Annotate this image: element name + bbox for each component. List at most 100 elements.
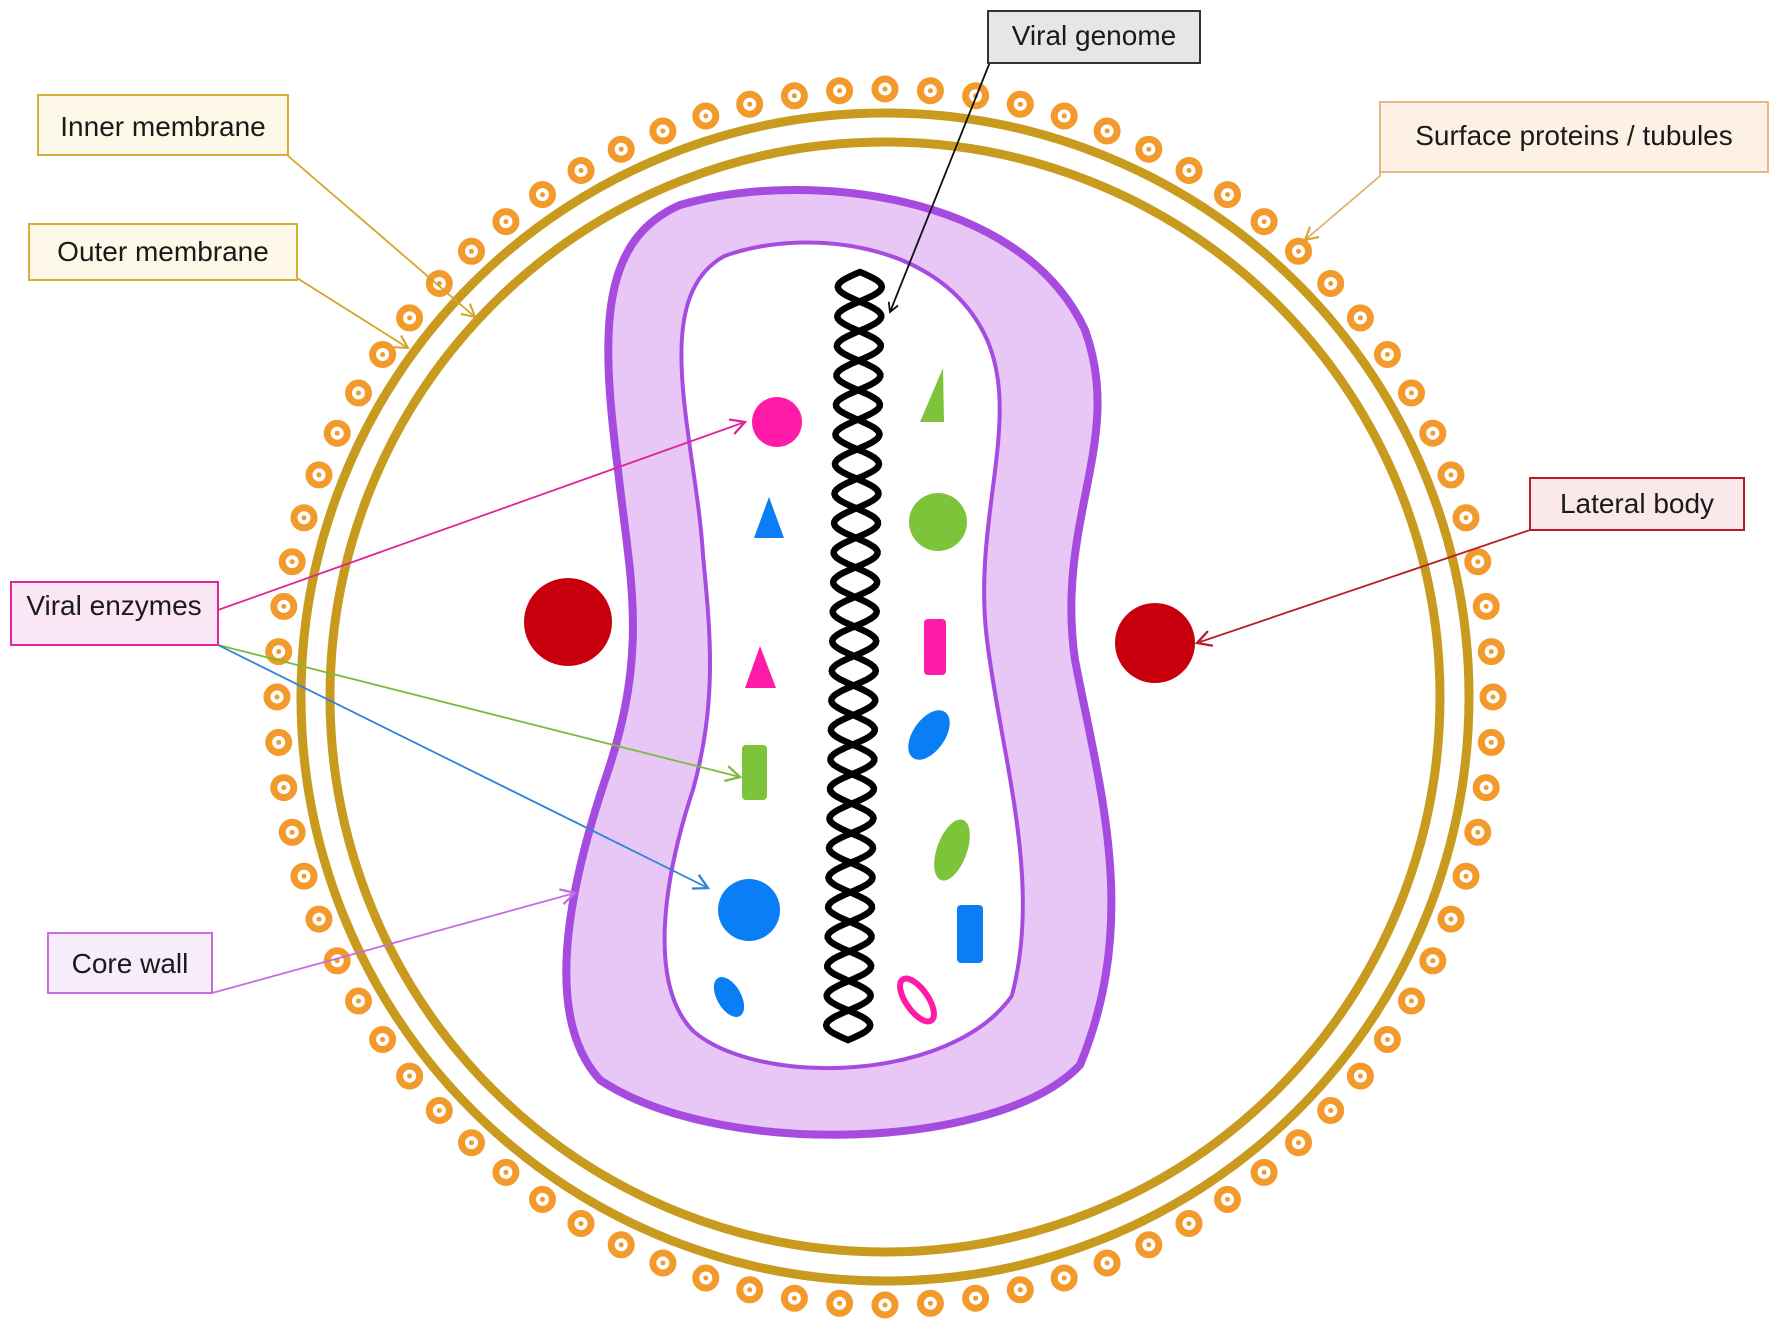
surface-protein-dot-center: [469, 1140, 474, 1146]
surface-protein-dot: [458, 237, 485, 265]
surface-protein-dot: [529, 181, 556, 209]
surface-protein-dot-center: [289, 559, 295, 565]
surface-protein-dot: [1285, 237, 1312, 265]
surface-protein-dot-center: [1146, 146, 1152, 152]
label-inner-membrane: Inner membrane: [37, 94, 289, 156]
surface-protein-dot: [1175, 1210, 1203, 1237]
surface-protein-dot-center: [1448, 472, 1454, 478]
surface-protein-dot-center: [334, 430, 340, 436]
enzyme-blue-triangle: [754, 497, 784, 538]
surface-protein-dot-center: [1296, 1140, 1301, 1146]
surface-protein-dot: [369, 1026, 397, 1053]
enzyme-magenta-ring: [897, 975, 937, 1025]
surface-protein-dot-center: [380, 1037, 386, 1042]
surface-protein-dot: [1317, 1097, 1345, 1124]
enzyme-green-trapezoid: [920, 368, 944, 422]
surface-protein-dot: [1472, 592, 1500, 620]
surface-protein-dot: [916, 77, 944, 105]
surface-protein-dot: [780, 82, 808, 110]
surface-protein-dot-center: [578, 168, 584, 173]
surface-protein-dot-center: [1017, 101, 1023, 107]
surface-protein-dot: [649, 117, 677, 145]
surface-protein-dot: [263, 683, 291, 711]
surface-protein-dot-center: [1061, 113, 1067, 119]
surface-protein-dot-center: [660, 128, 666, 134]
surface-protein-dot: [278, 548, 306, 576]
label-core-wall: Core wall: [47, 932, 213, 994]
surface-protein-dot: [962, 1284, 990, 1312]
enzyme-blue-circle: [718, 879, 780, 941]
surface-protein-dot: [1214, 1185, 1241, 1213]
surface-protein-dot-center: [791, 93, 797, 99]
enzyme-magenta-rect: [924, 619, 946, 675]
surface-protein-dot-center: [1488, 649, 1494, 655]
surface-protein-dot: [1437, 905, 1465, 933]
surface-protein-dot: [1250, 208, 1278, 236]
surface-protein-dot: [1093, 117, 1121, 145]
surface-protein-dot-center: [1146, 1242, 1152, 1248]
surface-protein-dot-center: [316, 916, 322, 922]
surface-protein-dot: [396, 1062, 424, 1090]
surface-protein-dot-center: [1296, 248, 1301, 254]
enzyme-blue-oval: [908, 710, 950, 760]
surface-protein-dot-center: [1384, 1037, 1390, 1042]
surface-protein-dot: [1250, 1158, 1278, 1186]
surface-protein-dot: [1214, 181, 1241, 209]
surface-protein-dot-center: [837, 1300, 843, 1306]
label-outer-membrane: Outer membrane: [28, 223, 298, 281]
enzyme-magenta-circle: [752, 397, 802, 447]
enzyme-green-circle: [909, 493, 967, 551]
surface-protein-dot-center: [882, 86, 888, 92]
surface-protein-dot-center: [301, 515, 307, 521]
surface-protein-dot: [1373, 341, 1401, 368]
surface-protein-dot-center: [703, 1275, 709, 1281]
surface-protein-dot: [736, 1276, 764, 1304]
surface-protein-dot-center: [1463, 873, 1469, 879]
outer-membrane: [296, 108, 1474, 1286]
lateral-body-left: [524, 578, 612, 666]
surface-protein-dot-center: [276, 649, 282, 655]
surface-protein-dot: [278, 818, 306, 846]
surface-protein-dot-center: [356, 998, 361, 1004]
surface-protein-dot: [1006, 90, 1034, 118]
surface-protein-dot-center: [281, 603, 287, 609]
surface-protein-dot: [1006, 1276, 1034, 1304]
surface-protein-dot: [345, 379, 372, 407]
surface-protein-dot-center: [660, 1260, 666, 1266]
surface-protein-dot: [1398, 987, 1425, 1015]
surface-protein-dot: [305, 905, 333, 933]
surface-protein-dot: [607, 1231, 635, 1259]
surface-protein-dot-center: [281, 785, 287, 791]
surface-protein-dot-center: [469, 248, 474, 254]
surface-protein-dot-center: [618, 146, 624, 152]
surface-protein-dot-center: [1409, 390, 1414, 396]
surface-protein-dot: [692, 102, 720, 130]
surface-protein-dot-center: [1328, 1108, 1334, 1113]
surface-protein-dot: [1135, 135, 1163, 163]
surface-protein-dot-center: [1430, 430, 1436, 436]
surface-protein-dot: [1464, 818, 1492, 846]
surface-protein-dot-center: [1463, 515, 1469, 521]
surface-protein-dot: [736, 90, 764, 118]
surface-protein-dot-center: [1328, 281, 1334, 286]
surface-protein-dot-center: [301, 873, 307, 879]
surface-protein-dot: [916, 1289, 944, 1317]
surface-protein-dot-center: [316, 472, 322, 478]
surface-protein-dot: [265, 638, 293, 666]
surface-protein-dot-center: [407, 1073, 413, 1079]
label-viral-genome: Viral genome: [987, 10, 1201, 64]
surface-protein-dot-center: [1061, 1275, 1067, 1281]
surface-protein-dot-center: [356, 390, 361, 396]
viral-enzymes: [713, 368, 983, 1025]
surface-protein-dot-center: [1430, 958, 1436, 964]
surface-protein-dot: [425, 270, 453, 297]
surface-protein-dot: [826, 77, 854, 105]
surface-protein-dot-center: [1409, 998, 1414, 1004]
enzyme-magenta-triangle: [745, 646, 776, 688]
surface-protein-dot: [871, 1291, 899, 1319]
surface-protein-dot: [1464, 548, 1492, 576]
leader-enzyme-blue: [217, 644, 711, 890]
surface-protein-dot-center: [1475, 559, 1481, 565]
core-interior: [666, 244, 1021, 1067]
surface-protein-dot-center: [1488, 739, 1494, 745]
